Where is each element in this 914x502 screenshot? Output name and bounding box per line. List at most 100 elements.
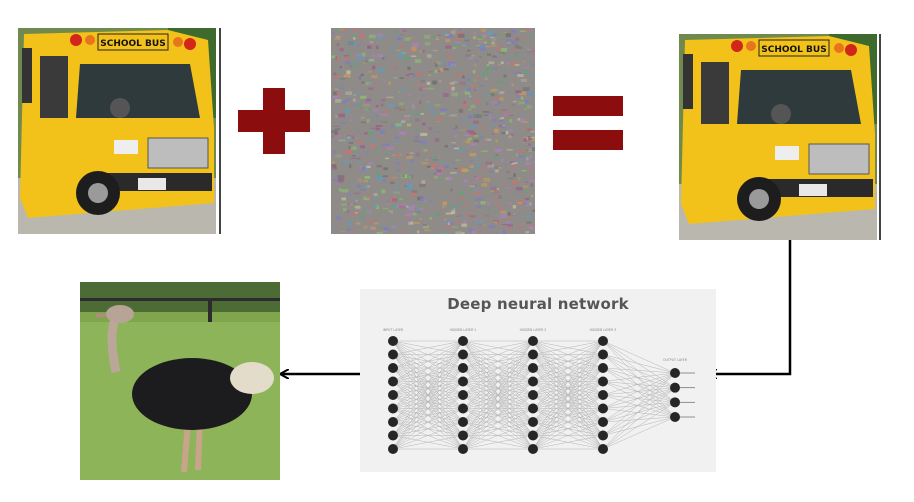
noise-speck <box>382 175 388 178</box>
noise-speck <box>500 197 507 200</box>
noise-speck <box>406 217 411 221</box>
noise-speck <box>392 204 396 207</box>
network-connection <box>462 435 534 450</box>
noise-speck <box>433 173 437 175</box>
noise-speck <box>461 168 468 173</box>
noise-speck <box>346 113 349 117</box>
noise-speck <box>491 45 497 47</box>
noise-speck <box>380 130 385 134</box>
noise-speck <box>365 185 369 188</box>
noise-speck <box>526 215 531 219</box>
noise-speck <box>375 45 379 49</box>
noise-speck <box>446 221 454 225</box>
noise-speck <box>411 55 417 57</box>
noise-speck <box>462 117 467 121</box>
noise-speck <box>530 183 533 187</box>
noise-speck <box>417 230 420 234</box>
noise-speck <box>482 71 485 76</box>
noise-speck <box>464 43 470 47</box>
noise-speck <box>434 131 441 133</box>
noise-speck <box>474 164 481 167</box>
noise-speck <box>384 109 390 114</box>
network-node <box>458 444 468 454</box>
plus-icon <box>238 88 310 154</box>
noise-speck <box>387 146 394 151</box>
noise-speck <box>480 201 486 205</box>
noise-speck <box>353 94 356 96</box>
noise-speck <box>450 210 454 214</box>
noise-speck <box>403 118 410 121</box>
noise-speck <box>498 167 502 169</box>
noise-pattern <box>331 28 541 238</box>
network-node <box>458 336 468 346</box>
noise-speck <box>363 225 368 230</box>
noise-speck <box>505 131 509 135</box>
noise-speck <box>358 49 362 51</box>
noise-speck <box>339 66 342 69</box>
noise-speck <box>473 99 479 104</box>
noise-speck <box>500 96 503 101</box>
noise-speck <box>410 132 414 134</box>
noise-speck <box>521 96 524 100</box>
noise-speck <box>394 106 399 110</box>
noise-speck <box>338 177 341 179</box>
noise-speck <box>502 31 508 33</box>
noise-speck <box>358 167 366 171</box>
noise-speck <box>439 80 442 83</box>
noise-speck <box>430 175 436 178</box>
noise-speck <box>486 67 493 70</box>
noise-speck <box>375 104 379 108</box>
noise-speck <box>476 205 482 209</box>
noise-speck <box>486 64 490 66</box>
network-node <box>670 397 680 408</box>
noise-speck <box>500 61 504 65</box>
noise-speck <box>529 224 535 227</box>
noise-speck <box>341 189 349 193</box>
noise-speck <box>409 110 414 115</box>
noise-speck <box>484 94 491 97</box>
network-connection <box>392 340 464 409</box>
noise-speck <box>501 125 506 129</box>
noise-speck <box>477 38 483 41</box>
noise-speck <box>455 41 462 44</box>
noise-speck <box>350 146 357 150</box>
noise-speck <box>353 37 356 40</box>
noise-speck <box>514 44 520 49</box>
noise-speck <box>462 37 469 39</box>
network-connection <box>602 387 676 423</box>
noise-speck <box>424 42 431 46</box>
noise-speck <box>462 44 467 47</box>
network-node <box>388 349 398 360</box>
noise-speck <box>399 34 404 36</box>
noise-speck <box>342 139 350 141</box>
noise-speck <box>440 151 445 154</box>
noise-speck <box>454 159 461 162</box>
noise-speck <box>461 156 466 158</box>
network-connection <box>602 367 676 418</box>
noise-speck <box>454 43 460 47</box>
network-node <box>458 390 468 400</box>
network-connection <box>602 416 676 450</box>
noise-speck <box>357 184 361 188</box>
noise-speck <box>506 95 509 97</box>
noise-speck <box>399 107 406 111</box>
bus-sign-text: SCHOOL BUS <box>100 39 165 49</box>
noise-speck <box>464 204 469 207</box>
network-connection <box>462 340 534 369</box>
noise-speck <box>451 86 455 91</box>
noise-speck <box>382 55 388 57</box>
network-connection <box>462 340 534 382</box>
network-connection <box>602 354 676 388</box>
noise-speck <box>454 134 458 138</box>
noise-speck <box>392 46 397 50</box>
noise-speck <box>449 82 455 85</box>
adversarial-image-edge <box>879 34 881 240</box>
noise-speck <box>506 62 510 66</box>
noise-speck <box>469 185 475 187</box>
noise-speck <box>404 37 410 41</box>
noise-speck <box>494 128 499 133</box>
network-node <box>528 376 538 387</box>
network-connection <box>392 340 464 369</box>
clean-image-edge <box>219 28 221 234</box>
noise-speck <box>402 203 407 207</box>
